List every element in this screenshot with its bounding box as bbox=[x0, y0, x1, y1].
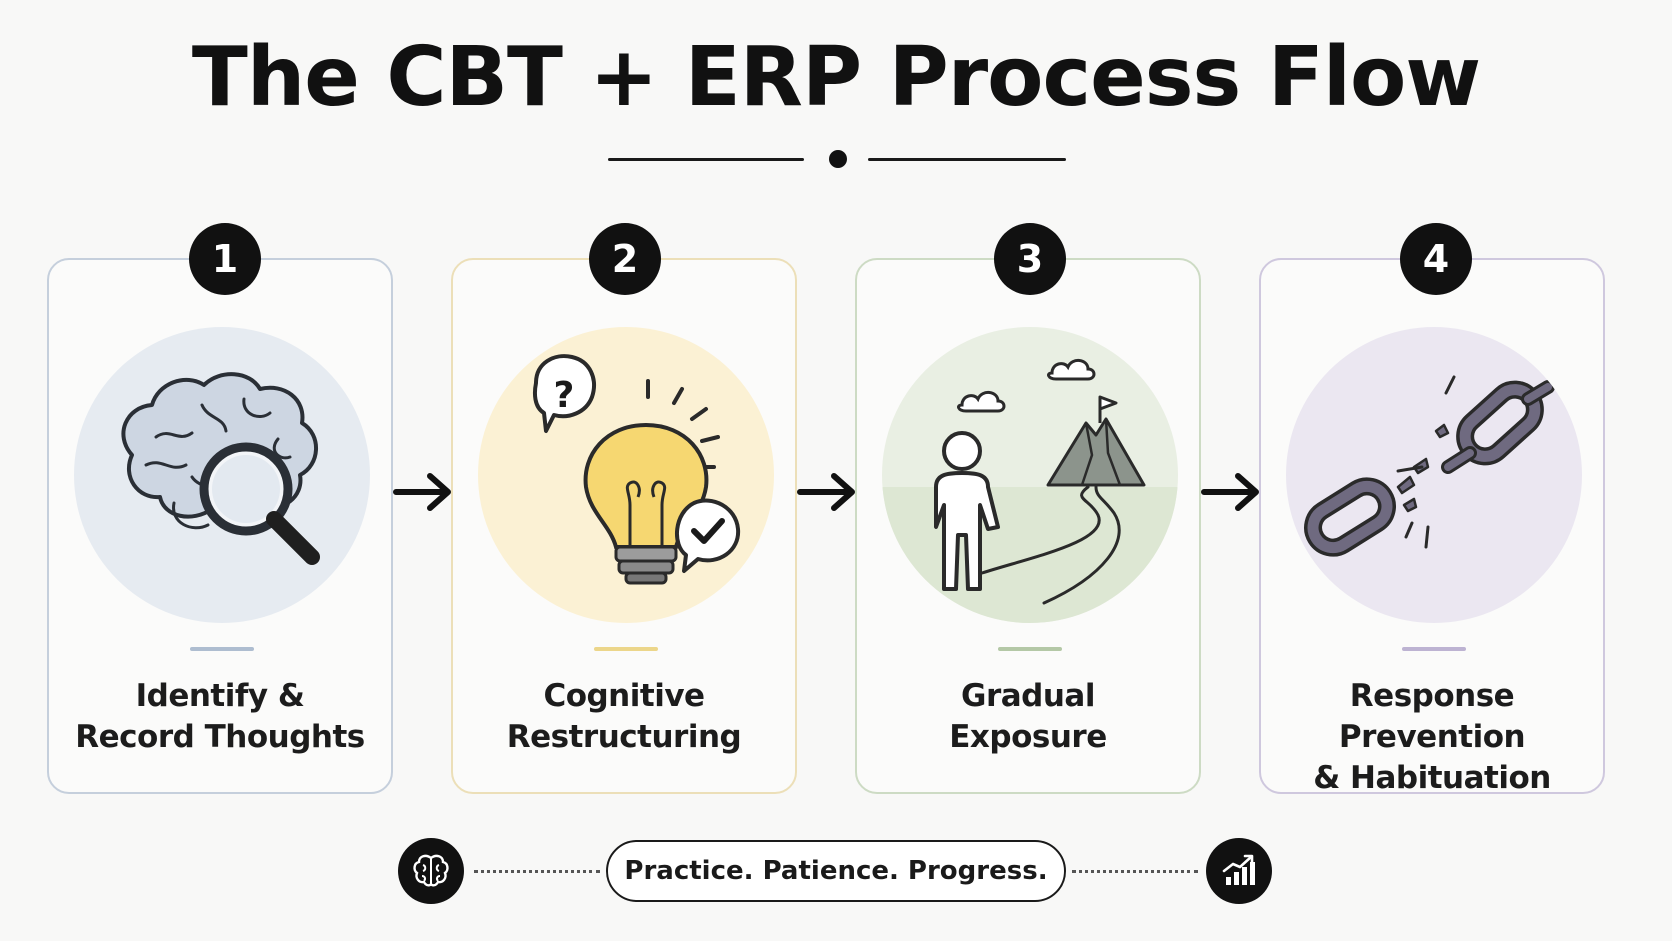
step-4-badge: 4 bbox=[1400, 223, 1472, 295]
step-3-card: Gradual Exposure bbox=[855, 258, 1201, 794]
step-3-badge: 3 bbox=[994, 223, 1066, 295]
step-2-icon-circle: ? bbox=[478, 327, 774, 623]
step-1-card: Identify & Record Thoughts bbox=[47, 258, 393, 794]
step-3-icon-circle bbox=[882, 327, 1178, 623]
footer-dots-right bbox=[1072, 870, 1198, 873]
step-1-label: Identify & Record Thoughts bbox=[75, 678, 365, 755]
step-1-accent-line bbox=[190, 647, 254, 651]
title-divider-left bbox=[608, 158, 804, 161]
step-4-card: Response Prevention & Habituation bbox=[1259, 258, 1605, 796]
flow-arrow-2 bbox=[797, 473, 855, 511]
title-divider-dot bbox=[829, 150, 847, 168]
broken-chain-icon bbox=[1304, 375, 1555, 557]
page-title: The CBT + ERP Process Flow bbox=[191, 30, 1481, 125]
step-3-accent-line bbox=[998, 647, 1062, 651]
step-4-label: Response Prevention & Habituation bbox=[1313, 678, 1551, 796]
footer-motto-pill: Practice. Patience. Progress. bbox=[606, 840, 1066, 902]
growth-chart-icon bbox=[1222, 854, 1255, 885]
lightbulb-icon: ? bbox=[533, 354, 741, 585]
step-4-icon-circle bbox=[1286, 327, 1582, 623]
step-2-badge: 2 bbox=[589, 223, 661, 295]
step-2-label: Cognitive Restructuring bbox=[506, 678, 742, 755]
step-2-card: ? Cognitive Restructuring bbox=[451, 258, 797, 794]
flow-arrow-3 bbox=[1201, 473, 1259, 511]
brain-magnifier-icon bbox=[121, 372, 320, 565]
step-2-accent-line bbox=[594, 647, 658, 651]
svg-text:?: ? bbox=[554, 375, 575, 416]
footer-brain-badge bbox=[398, 838, 464, 904]
step-1-icon-circle bbox=[74, 327, 370, 623]
title-divider-right bbox=[868, 158, 1066, 161]
step-3-label: Gradual Exposure bbox=[949, 678, 1107, 755]
footer-dots-left bbox=[474, 870, 600, 873]
step-1-badge: 1 bbox=[189, 223, 261, 295]
brain-icon bbox=[413, 854, 449, 887]
footer-growth-badge bbox=[1206, 838, 1272, 904]
person-mountain-path-icon bbox=[882, 359, 1178, 623]
flow-arrow-1 bbox=[393, 473, 451, 511]
step-4-accent-line bbox=[1402, 647, 1466, 651]
